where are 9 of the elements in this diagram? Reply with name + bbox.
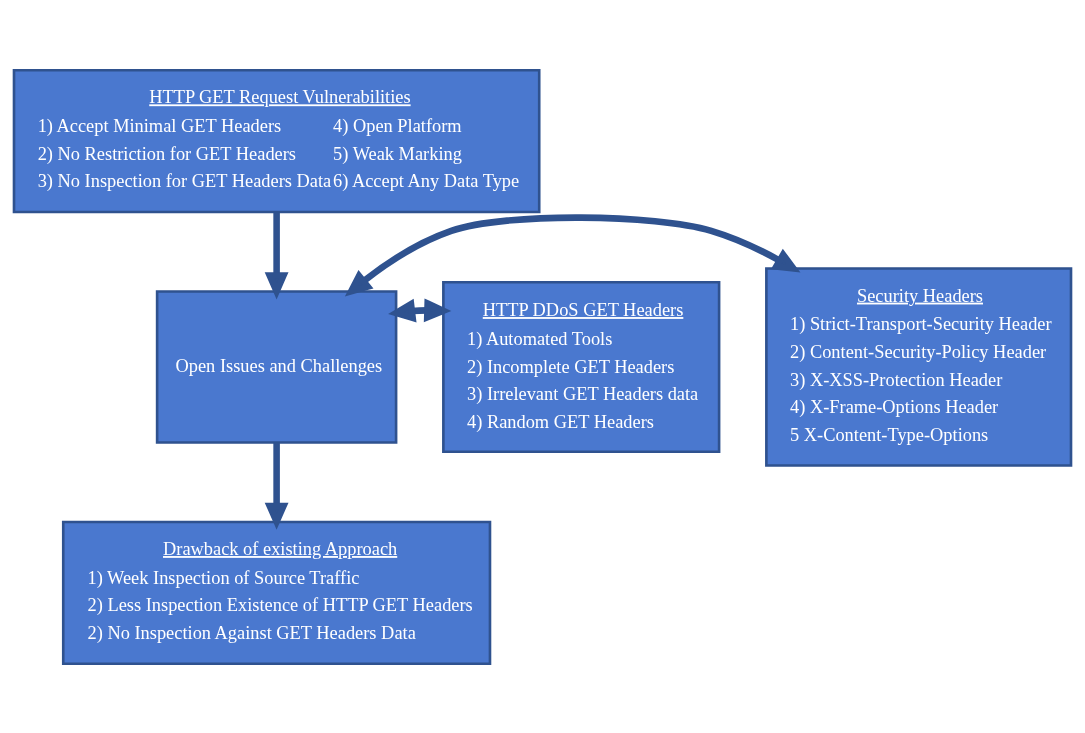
node-box: HTTP DDoS GET Headers 1) Automated Tools 2) Incomplete GET Headers 3) Irrelevant GET Headers data 4) Random GET Headers: [442, 280, 721, 453]
node-box: HTTP GET Request Vulnerabilities 1) Accept Minimal GET Headers 4) Open Platform 2) No Restriction for GET Headers 5) Weak Marking 3) No Inspection for GET Headers Data6) Accept Any Data Type: [12, 68, 541, 213]
arrow: [388, 297, 452, 322]
arrow: [264, 212, 289, 299]
node-box: Drawback of existing Approach 1) Week Inspection of Source Traffic 2) Less Inspection Existence of HTTP GET Headers 2) No Inspection Against GET Headers Data: [61, 520, 492, 665]
arrow: [344, 213, 801, 296]
node-box: Open Issues and Challenges: [155, 289, 398, 444]
node-box: Security Headers 1) Strict-Transport-Security Header 2) Content-Security-Policy Header 3) X-XSS-Protection Header 4) X-Frame-Options Header 5 X-Content-Type-Options: [765, 266, 1073, 467]
arrow: [264, 442, 289, 530]
